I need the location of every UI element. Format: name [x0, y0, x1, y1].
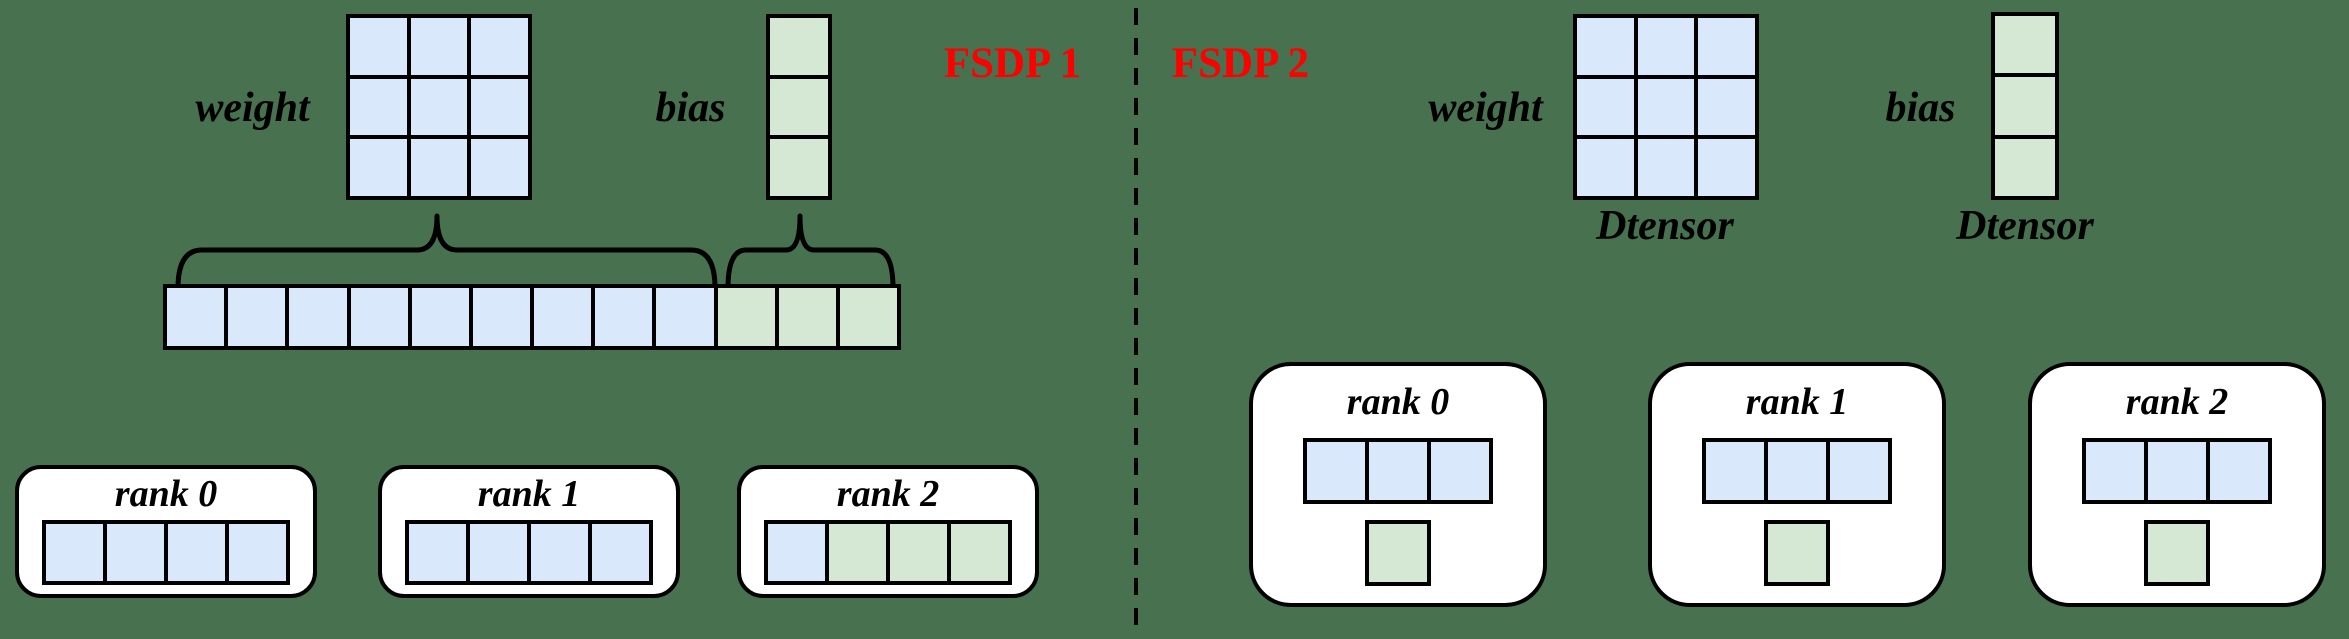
tensor-cell-weight	[46, 523, 103, 581]
rank-title: rank 1	[1745, 381, 1849, 423]
rank-box-2: rank 2	[2028, 362, 2326, 607]
tensor-cell-bias	[1369, 523, 1427, 582]
weight-tensor-grid	[346, 14, 532, 200]
bias-brace-icon	[725, 213, 896, 291]
tensor-cell-weight	[1369, 441, 1427, 500]
tensor-cell-weight	[168, 523, 225, 581]
rank-bias-shard	[1365, 519, 1431, 586]
tensor-cell-weight	[471, 18, 528, 75]
tensor-cell-bias	[951, 523, 1008, 581]
rank-title: rank 0	[1346, 381, 1450, 423]
panel-divider	[1134, 8, 1138, 632]
tensor-cell-weight	[2210, 441, 2268, 500]
tensor-cell-weight	[531, 523, 588, 581]
tensor-cell-weight	[1768, 441, 1826, 500]
bias-dtensor-grid	[1991, 12, 2059, 200]
bias-label: bias	[655, 85, 726, 131]
rank-weight-shard	[1702, 437, 1892, 504]
tensor-cell-weight	[228, 288, 286, 346]
tensor-cell-bias	[839, 288, 897, 346]
tensor-cell-weight	[350, 78, 407, 136]
rank-bias-shard	[1764, 519, 1830, 586]
rank-box-2: rank 2	[737, 465, 1039, 598]
tensor-cell-weight	[229, 523, 286, 581]
rank-bias-shard	[2144, 519, 2210, 586]
rank-title: rank 0	[114, 473, 218, 515]
tensor-cell-weight	[409, 523, 466, 581]
rank-weight-shard	[2082, 437, 2272, 504]
rank-box-1: rank 1	[378, 465, 680, 598]
tensor-cell-weight	[107, 523, 164, 581]
tensor-cell-weight	[592, 523, 649, 581]
rank-box-1: rank 1	[1648, 362, 1946, 607]
flatten-braces-icon	[175, 213, 896, 291]
rank-shard-cells	[405, 519, 653, 585]
tensor-cell-weight	[1698, 18, 1755, 75]
tensor-cell-weight	[472, 288, 530, 346]
rank-title: rank 2	[2125, 381, 2229, 423]
flat-parameter-array	[163, 284, 901, 350]
tensor-cell-weight	[410, 18, 468, 75]
tensor-cell-weight	[350, 139, 407, 196]
tensor-cell-bias	[770, 139, 828, 196]
tensor-cell-weight	[1698, 139, 1755, 196]
tensor-cell-weight	[410, 78, 468, 136]
fsdp2-title: FSDP 2	[1171, 40, 1310, 87]
weight-label: weight	[195, 85, 310, 131]
weight-label: weight	[1428, 85, 1543, 131]
rank-box-0: rank 0	[1249, 362, 1547, 607]
tensor-cell-weight	[471, 78, 528, 136]
tensor-cell-weight	[289, 288, 347, 346]
tensor-cell-bias	[770, 78, 828, 136]
tensor-cell-weight	[411, 288, 469, 346]
bias-tensor-grid	[766, 14, 832, 200]
fsdp1-title: FSDP 1	[943, 40, 1082, 87]
tensor-cell-bias	[717, 288, 775, 346]
tensor-cell-weight	[2086, 441, 2144, 500]
weight-dtensor-caption: Dtensor	[1596, 203, 1734, 249]
tensor-cell-weight	[1307, 441, 1365, 500]
tensor-cell-weight	[350, 18, 407, 75]
tensor-cell-weight	[1577, 18, 1634, 75]
tensor-cell-weight	[656, 288, 714, 346]
tensor-cell-weight	[1577, 78, 1634, 136]
bias-label: bias	[1885, 85, 1956, 131]
tensor-cell-bias	[1995, 77, 2055, 135]
weight-dtensor-grid	[1573, 14, 1759, 200]
tensor-cell-bias	[890, 523, 947, 581]
tensor-cell-weight	[471, 139, 528, 196]
tensor-cell-weight	[1637, 139, 1695, 196]
tensor-cell-bias	[829, 523, 886, 581]
tensor-cell-weight	[1698, 78, 1755, 136]
tensor-cell-weight	[350, 288, 408, 346]
tensor-cell-bias	[778, 288, 836, 346]
rank-weight-shard	[1303, 437, 1493, 504]
tensor-cell-bias	[2148, 523, 2206, 582]
tensor-cell-weight	[1637, 18, 1695, 75]
weight-brace-icon	[175, 213, 718, 291]
tensor-cell-weight	[1637, 78, 1695, 136]
rank-title: rank 1	[477, 473, 581, 515]
tensor-cell-bias	[1768, 523, 1826, 582]
rank-title: rank 2	[836, 473, 940, 515]
rank-shard-cells	[42, 519, 290, 585]
tensor-cell-weight	[1706, 441, 1764, 500]
tensor-cell-bias	[1995, 16, 2055, 74]
tensor-cell-weight	[1577, 139, 1634, 196]
tensor-cell-weight	[595, 288, 653, 346]
rank-box-0: rank 0	[15, 465, 317, 598]
tensor-cell-bias	[770, 18, 828, 75]
tensor-cell-weight	[2148, 441, 2206, 500]
tensor-cell-weight	[167, 288, 225, 346]
tensor-cell-weight	[1830, 441, 1888, 500]
rank-shard-cells	[764, 519, 1012, 585]
bias-dtensor-caption: Dtensor	[1956, 203, 2094, 249]
tensor-cell-weight	[1431, 441, 1489, 500]
tensor-cell-weight	[470, 523, 527, 581]
tensor-cell-weight	[534, 288, 592, 346]
tensor-cell-weight	[768, 523, 825, 581]
tensor-cell-bias	[1995, 138, 2055, 196]
tensor-cell-weight	[410, 139, 468, 196]
